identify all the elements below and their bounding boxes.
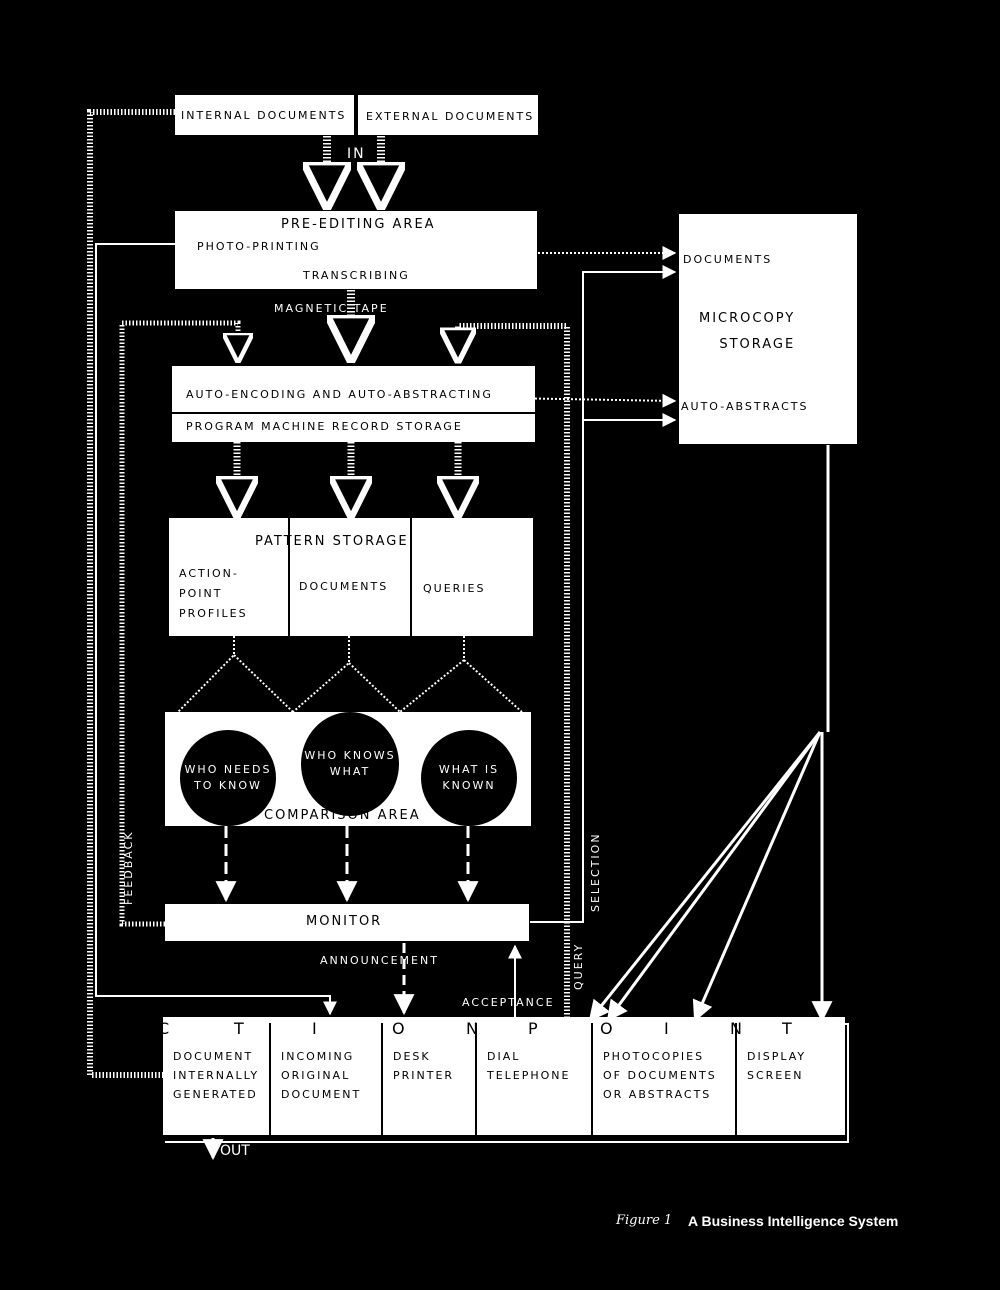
pattern-divider-2 xyxy=(410,518,412,636)
external-documents-label: EXTERNAL DOCUMENTS xyxy=(366,110,535,123)
selection-line xyxy=(530,265,677,923)
ap-cell-desk-printer: DESK PRINTER xyxy=(383,1023,477,1135)
acceptance-label: ACCEPTANCE xyxy=(462,996,555,1009)
ap-letter-o2: O xyxy=(600,1019,613,1038)
query-loop-line xyxy=(458,323,570,1018)
auto-encoding-label: AUTO-ENCODING AND AUTO-ABSTRACTING xyxy=(186,388,493,401)
ap-letter-o: O xyxy=(392,1019,405,1038)
auto-encoding-box: AUTO-ENCODING AND AUTO-ABSTRACTING xyxy=(172,366,535,412)
ap-letter-t2: T xyxy=(782,1019,792,1038)
pattern-queries-label: QUERIES xyxy=(423,582,486,595)
feedback-loop-line xyxy=(119,320,238,927)
out-label: OUT xyxy=(220,1143,250,1159)
pattern-divider-1 xyxy=(288,518,290,636)
action-point-profiles-label: ACTION- POINT PROFILES xyxy=(179,567,248,620)
selection-label: SELECTION xyxy=(589,832,602,912)
comparison-area-title: COMPARISON AREA xyxy=(264,808,421,823)
what-is-known-circle: WHAT IS KNOWN xyxy=(421,730,517,826)
in-label: IN xyxy=(347,146,366,162)
ap-cell-incoming-original: INCOMING ORIGINAL DOCUMENT xyxy=(271,1023,383,1135)
query-label: QUERY xyxy=(572,942,585,990)
external-documents-box: EXTERNAL DOCUMENTS xyxy=(358,95,538,135)
external-loop-line xyxy=(87,109,175,1078)
microcopy-auto-abstracts-label: AUTO-ABSTRACTS xyxy=(681,400,809,413)
ap-letter-i2: I xyxy=(664,1019,669,1038)
magnetic-tape-label: MAGNETIC TAPE xyxy=(274,302,389,315)
monitor-label: MONITOR xyxy=(306,914,383,929)
ap-cell-dial-telephone: DIAL TELEPHONE xyxy=(477,1023,593,1135)
transcribing-label: TRANSCRIBING xyxy=(303,269,410,282)
photo-printing-label: PHOTO-PRINTING xyxy=(197,240,321,253)
to-photocopies-arrow xyxy=(606,731,822,1022)
internal-documents-label: INTERNAL DOCUMENTS xyxy=(181,109,347,122)
ap-letter-i: I xyxy=(312,1019,317,1038)
pattern-storage-title: PATTERN STORAGE xyxy=(255,534,409,549)
microcopy-title: MICROCOPY STORAGE xyxy=(699,311,796,352)
ap-cell-display-screen: DISPLAY SCREEN xyxy=(747,1050,807,1082)
ap-cell-photocopies: PHOTOCOPIES OF DOCUMENTS OR ABSTRACTS xyxy=(593,1023,737,1135)
to-telephone-arrow xyxy=(588,731,822,1022)
figure-title: A Business Intelligence System xyxy=(688,1213,899,1229)
program-storage-box: PROGRAM MACHINE RECORD STORAGE xyxy=(172,414,535,442)
ap-letter-n2: N xyxy=(730,1019,742,1038)
ap-letter-t: T xyxy=(234,1019,244,1038)
who-needs-to-know-circle: WHO NEEDS TO KNOW xyxy=(180,730,276,826)
pre-editing-box: PRE-EDITING AREA PHOTO-PRINTING TRANSCRI… xyxy=(175,211,537,289)
pre-editing-title: PRE-EDITING AREA xyxy=(281,217,436,232)
pattern-zigzag xyxy=(177,636,523,713)
ap-letter-c: C xyxy=(158,1019,170,1038)
action-point-box: DOCUMENT INTERNALLY GENERATED INCOMING O… xyxy=(92,1017,845,1135)
pattern-storage-box: PATTERN STORAGE ACTION- POINT PROFILES D… xyxy=(169,518,533,636)
ap-letter-a: A xyxy=(92,1019,103,1038)
announcement-label: ANNOUNCEMENT xyxy=(320,954,439,967)
feedback-label: FEEDBACK xyxy=(122,830,135,905)
ap-letter-p: P xyxy=(528,1019,538,1038)
internal-documents-box: INTERNAL DOCUMENTS xyxy=(175,95,354,135)
monitor-box: MONITOR xyxy=(165,904,529,941)
transcribing-loop-line xyxy=(95,243,337,1016)
ap-cell-document-internally: DOCUMENT INTERNALLY GENERATED xyxy=(163,1023,271,1135)
program-storage-label: PROGRAM MACHINE RECORD STORAGE xyxy=(186,420,463,433)
ap-letter-n: N xyxy=(466,1019,478,1038)
to-printer-arrow xyxy=(692,731,822,1022)
microcopy-documents-label: DOCUMENTS xyxy=(683,253,773,266)
figure-number: Figure 1 xyxy=(616,1213,673,1228)
pattern-documents-label: DOCUMENTS xyxy=(299,580,389,593)
microcopy-storage-box: DOCUMENTS MICROCOPY STORAGE AUTO-ABSTRAC… xyxy=(679,214,857,444)
who-knows-what-circle: WHO KNOWS WHAT xyxy=(301,712,399,816)
